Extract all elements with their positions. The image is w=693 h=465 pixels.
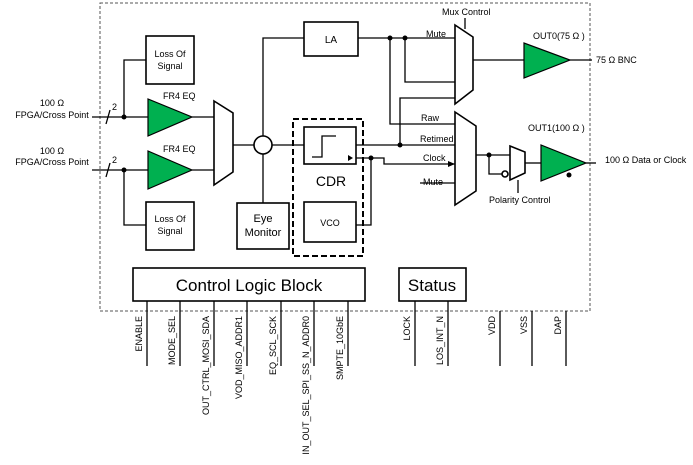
- pin-label: DAP: [553, 316, 563, 335]
- pin-label: VOD_MISO_ADDR1: [234, 316, 244, 399]
- eq-bottom-label: FR4 EQ: [163, 144, 196, 154]
- chip-boundary: [99, 2, 591, 312]
- output-mux-bottom: [454, 110, 477, 207]
- input-top-label-line1: 100 Ω: [40, 98, 65, 108]
- pin-label: ENABLE: [134, 316, 144, 352]
- fr4-eq-amp-top: [147, 98, 194, 137]
- loss-of-signal-top: [145, 35, 195, 85]
- junction-dot: [566, 172, 572, 178]
- eye-monitor-line2: Monitor: [245, 227, 282, 239]
- out0-driver-amp: [523, 42, 572, 79]
- polarity-control-label: Polarity Control: [489, 195, 551, 205]
- los-top-line1: Loss Of: [154, 49, 186, 59]
- bus-slash-bottom: [105, 162, 111, 178]
- la-label: LA: [325, 35, 338, 46]
- input-bottom-label: 100 Ω FPGA/Cross Point: [15, 146, 89, 167]
- retimed-label: Retimed: [420, 134, 454, 144]
- pin-label: LOCK: [402, 316, 412, 341]
- pin-label: MODE_SEL: [167, 316, 177, 365]
- eye-monitor-line1: Eye: [254, 213, 273, 225]
- input-mux: [213, 99, 234, 187]
- out0-label: OUT0(75 Ω ): [533, 31, 585, 41]
- loss-of-signal-bottom: [145, 201, 195, 251]
- status-block: [398, 267, 467, 302]
- inverter-bubble: [501, 170, 509, 178]
- vco-label: VCO: [320, 218, 340, 228]
- pin-label: VDD: [487, 316, 497, 336]
- control-logic-block: [132, 267, 366, 302]
- pin-label: LOS_INT_N: [435, 316, 445, 365]
- out1-dest: 100 Ω Data or Clock: [605, 155, 687, 165]
- fr4-eq-amp-bottom: [147, 150, 194, 190]
- pin-list: ENABLE MODE_SEL OUT_CTRL_MOSI_SDA VOD_MISO_…: [134, 301, 567, 455]
- los-bottom-line2: Signal: [157, 226, 182, 236]
- eq-top-label: FR4 EQ: [163, 91, 196, 101]
- cdr-block: [303, 126, 357, 165]
- output-mux-top: [454, 23, 474, 106]
- splitter-node: [253, 135, 273, 155]
- cdr-label: CDR: [316, 173, 346, 189]
- input-top-label-line2: FPGA/Cross Point: [15, 110, 89, 120]
- clock-label: Clock: [423, 153, 446, 163]
- vco-block: [303, 201, 357, 243]
- out1-driver-amp: [540, 144, 588, 182]
- mux-control-label: Mux Control: [442, 7, 491, 17]
- input-bottom-label-line1: 100 Ω: [40, 146, 65, 156]
- pin-label: EQ_SCL_SCK: [268, 316, 278, 375]
- la-block: [303, 21, 359, 57]
- los-top-line2: Signal: [157, 61, 182, 71]
- raw-label: Raw: [421, 113, 440, 123]
- bus-width-top: 2: [112, 102, 117, 112]
- status-label: Status: [408, 276, 456, 295]
- bus-slash-top: [105, 109, 111, 125]
- input-bottom-label-line2: FPGA/Cross Point: [15, 157, 89, 167]
- cdr-region: [292, 118, 364, 257]
- bus-width-bottom: 2: [112, 155, 117, 165]
- input-top-label: 100 Ω FPGA/Cross Point: [15, 98, 89, 120]
- mute-bottom-label: Mute: [423, 177, 443, 187]
- cdr-step-symbol: [312, 135, 336, 158]
- control-logic-label: Control Logic Block: [176, 276, 323, 295]
- pin-label: SMPTE_10GbE: [335, 316, 345, 380]
- eye-monitor-block: [236, 202, 290, 250]
- polarity-mux: [509, 144, 526, 182]
- out1-label: OUT1(100 Ω ): [528, 123, 585, 133]
- out0-dest: 75 Ω BNC: [596, 55, 637, 65]
- los-bottom-line1: Loss Of: [154, 214, 186, 224]
- pin-label: VSS: [519, 316, 529, 334]
- pin-label: IN_OUT_SEL_SPI_SS_N_ADDR0: [301, 316, 311, 455]
- pin-label: OUT_CTRL_MOSI_SDA: [201, 316, 211, 415]
- mute-top-label: Mute: [426, 29, 446, 39]
